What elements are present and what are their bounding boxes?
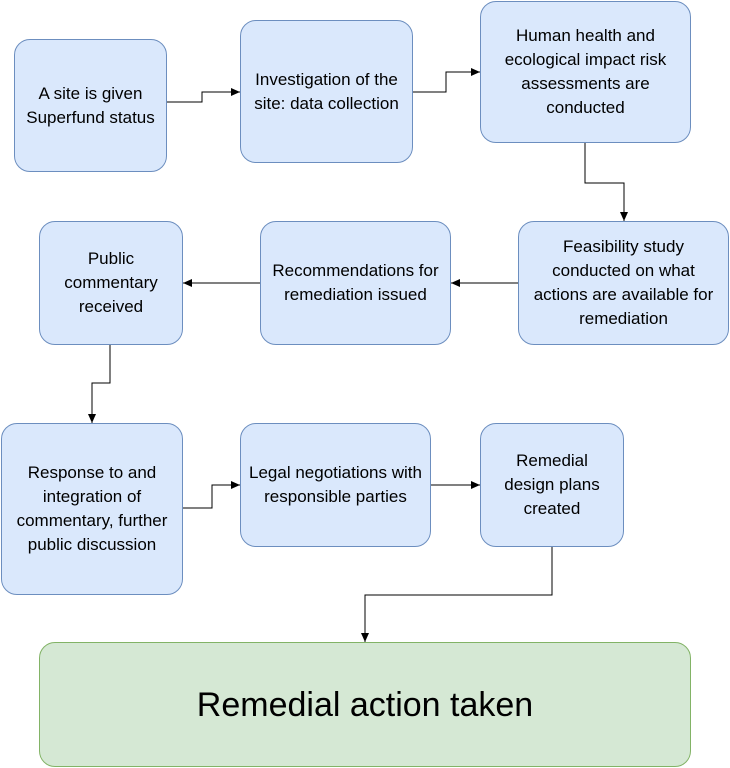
node-site-investigation: Investigation of the site: data collecti…: [240, 20, 413, 163]
edge-remedial-design-to-action: [361, 547, 553, 642]
node-remedial-action-label: Remedial action taken: [196, 685, 534, 724]
node-legal-negotiations-label: Legal negotiations with responsible part…: [249, 463, 422, 506]
node-feasibility-study: Feasibility study conducted on what acti…: [518, 221, 729, 345]
edge-response-to-legal: [183, 481, 240, 509]
node-risk-assessments-label: Human health and ecological impact risk …: [504, 26, 667, 117]
node-risk-assessments: Human health and ecological impact risk …: [480, 1, 691, 143]
node-recommendations: Recommendations for remediation issued: [260, 221, 451, 345]
edge-superfund-to-investigation: [167, 88, 240, 103]
node-remedial-action: Remedial action taken: [39, 642, 691, 767]
node-site-investigation-label: Investigation of the site: data collecti…: [254, 69, 399, 113]
edge-risk-assessment-to-feasibility: [584, 143, 628, 221]
node-public-commentary-label: Public commentary received: [64, 249, 158, 316]
node-legal-negotiations: Legal negotiations with responsible part…: [240, 423, 431, 547]
node-response-integration-label: Response to and integration of commentar…: [16, 463, 168, 554]
node-response-integration: Response to and integration of commentar…: [1, 423, 183, 595]
node-public-commentary: Public commentary received: [39, 221, 183, 345]
edge-public-commentary-to-response: [88, 345, 111, 423]
node-remedial-design: Remedial design plans created: [480, 423, 624, 547]
node-recommendations-label: Recommendations for remediation issued: [272, 261, 439, 304]
edge-investigation-to-risk-assessment: [413, 68, 480, 93]
node-superfund-status: A site is given Superfund status: [14, 39, 167, 172]
node-superfund-status-label: A site is given Superfund status: [26, 83, 155, 127]
node-feasibility-study-label: Feasibility study conducted on what acti…: [533, 237, 714, 328]
node-remedial-design-label: Remedial design plans created: [504, 451, 600, 518]
